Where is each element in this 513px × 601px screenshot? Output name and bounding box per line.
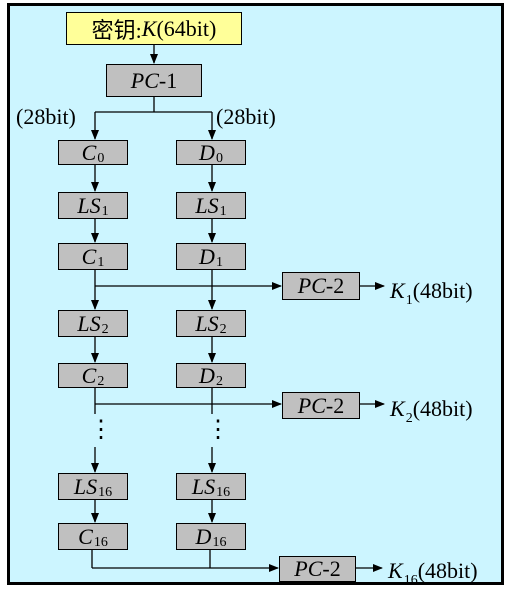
- d0-name: D: [199, 139, 215, 165]
- c0-sub: 0: [97, 150, 105, 166]
- k1-bits: (48bit): [412, 278, 473, 303]
- k2-output: K2(48bit): [390, 396, 473, 426]
- k16-sub: 16: [403, 573, 418, 588]
- k1-sub: 1: [405, 293, 413, 308]
- d1-name: D: [199, 243, 215, 269]
- d2-name: D: [199, 362, 215, 388]
- c16-name: C: [78, 523, 93, 549]
- k16-bits: (48bit): [417, 558, 478, 583]
- ls2-left-sub: 2: [101, 321, 109, 337]
- ls2-left-name: LS: [77, 310, 101, 336]
- split-label-right: (28bit): [216, 104, 276, 129]
- pc2-box-2: PC-2: [282, 392, 360, 419]
- d0-sub: 0: [215, 150, 223, 166]
- pc1-name: PC: [130, 67, 159, 93]
- pc2-16-suffix: -2: [322, 556, 341, 581]
- c0-name: C: [81, 139, 97, 165]
- split-label-left: (28bit): [16, 104, 76, 129]
- ls16-right-name: LS: [191, 473, 216, 499]
- ls16-left-sub: 16: [98, 484, 113, 500]
- c2-sub: 2: [97, 373, 105, 389]
- d2-sub: 2: [215, 373, 223, 389]
- key-symbol: K: [141, 15, 157, 41]
- k2-name: K: [390, 396, 405, 421]
- pc2-1-name: PC: [297, 273, 326, 298]
- pc1-box: PC-1: [106, 64, 202, 97]
- k1-name: K: [390, 278, 405, 303]
- ls1-right-name: LS: [195, 192, 219, 218]
- d1-sub: 1: [215, 254, 223, 270]
- pc2-1-suffix: -2: [325, 273, 345, 298]
- d16-name: D: [195, 523, 212, 549]
- key-input-box: 密钥: K (64bit): [66, 12, 242, 45]
- c16-sub: 16: [93, 534, 108, 550]
- pc2-box-16: PC-2: [279, 556, 356, 582]
- ls1-left-sub: 1: [101, 203, 109, 219]
- ellipsis-right: ⋮: [206, 417, 230, 443]
- pc2-2-name: PC: [297, 392, 326, 418]
- ellipsis-left: ⋮: [89, 417, 113, 443]
- k16-name: K: [388, 558, 403, 583]
- key-label: 密钥:: [91, 17, 142, 43]
- d16-sub: 16: [212, 534, 227, 550]
- ls2-right-sub: 2: [219, 321, 227, 337]
- pc1-suffix: -1: [158, 67, 178, 93]
- c1-name: C: [81, 243, 97, 269]
- ls2-right-name: LS: [195, 310, 219, 336]
- pc2-2-suffix: -2: [325, 392, 345, 418]
- k2-bits: (48bit): [412, 396, 473, 421]
- pc2-16-name: PC: [294, 556, 323, 581]
- c2-name: C: [81, 362, 97, 388]
- k1-output: K1(48bit): [390, 278, 473, 308]
- ls16-left-name: LS: [73, 473, 98, 499]
- k2-sub: 2: [405, 411, 413, 426]
- ls16-right-sub: 16: [216, 484, 231, 500]
- k16-output: K16(48bit): [388, 558, 478, 588]
- ls1-right-sub: 1: [219, 203, 227, 219]
- c1-sub: 1: [97, 254, 105, 270]
- key-bits: (64bit): [156, 15, 217, 41]
- pc2-box-1: PC-2: [282, 272, 360, 300]
- ls1-left-name: LS: [77, 192, 101, 218]
